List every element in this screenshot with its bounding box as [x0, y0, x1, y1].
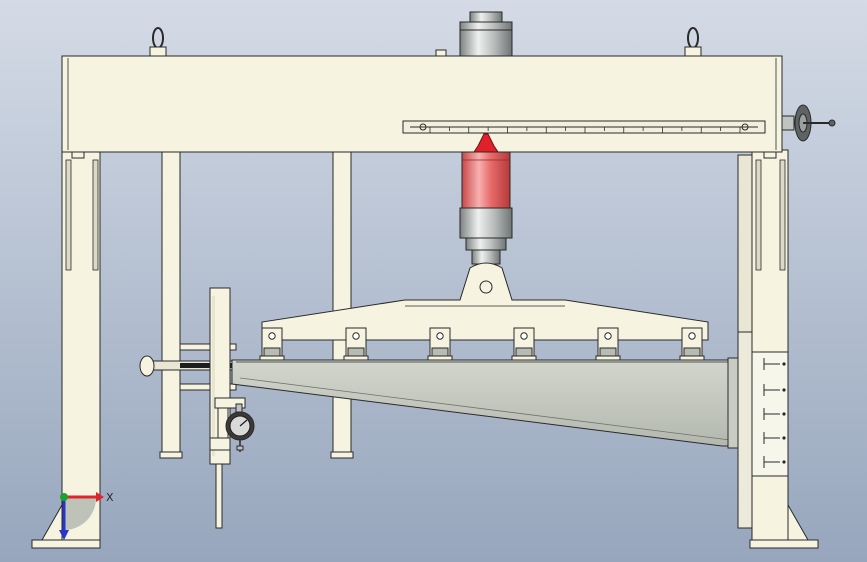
tapered-specimen[interactable]: [231, 357, 739, 449]
loading-clamp[interactable]: [595, 327, 621, 361]
inner-column-right: [330, 149, 354, 459]
left-leg[interactable]: [31, 149, 101, 549]
travel-scale: [402, 120, 766, 134]
loading-clamp[interactable]: [679, 327, 705, 361]
plate-bolt: [763, 408, 786, 420]
loading-clamp[interactable]: [259, 327, 285, 361]
guide-rods: [139, 343, 239, 391]
loading-clamp[interactable]: [343, 327, 369, 361]
x-axis-label: X: [106, 491, 114, 504]
fixing-plate: [737, 331, 789, 529]
dial-gauge-icon[interactable]: [225, 403, 255, 452]
top-crossbeam[interactable]: [61, 55, 783, 153]
plate-bolt: [763, 456, 786, 468]
upper-cylinder: [435, 11, 513, 59]
coordinate-triad-icon: X: [59, 491, 114, 540]
plate-bolt: [763, 384, 786, 396]
plate-bolt: [763, 432, 786, 444]
hydraulic-cylinder[interactable]: [459, 151, 513, 275]
loading-clamp[interactable]: [427, 327, 453, 361]
handwheel-icon[interactable]: [781, 104, 836, 142]
loading-clamp[interactable]: [511, 327, 537, 361]
inner-column-left: [159, 149, 183, 459]
plate-bolt: [763, 358, 786, 370]
